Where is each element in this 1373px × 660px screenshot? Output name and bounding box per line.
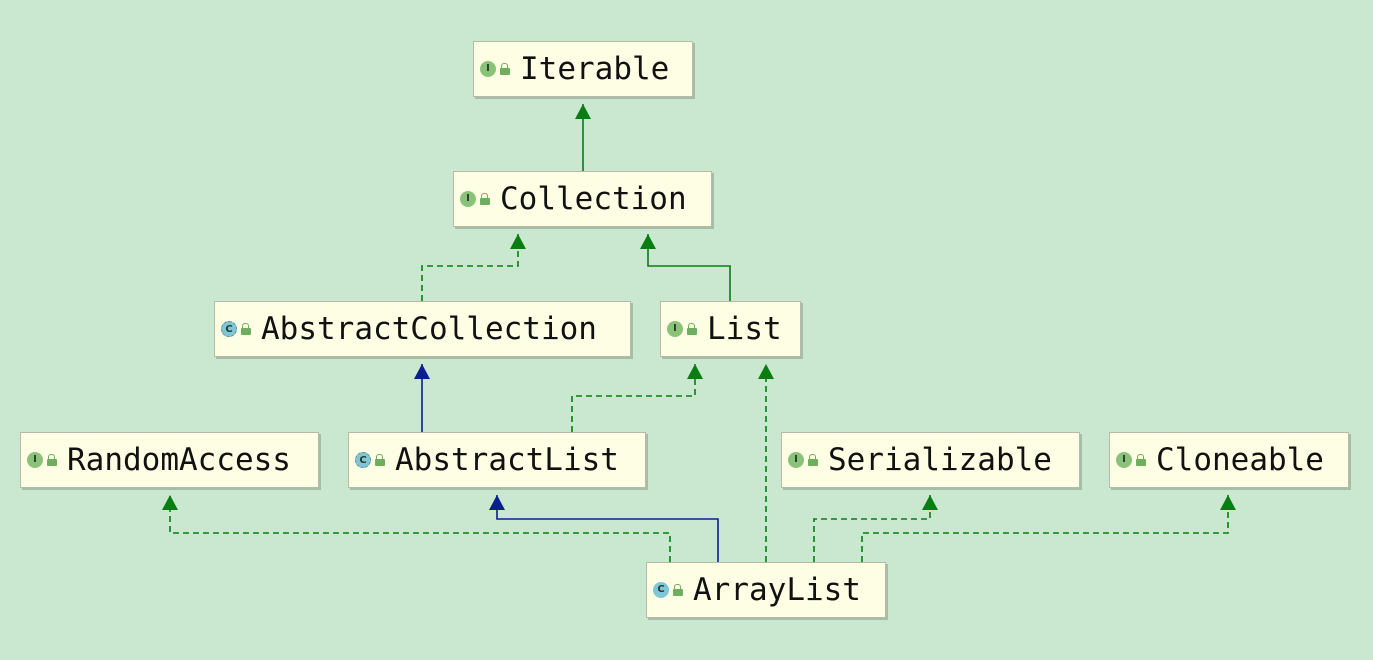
- public-lock-icon: [500, 63, 510, 75]
- arrowhead-collection: [510, 234, 526, 249]
- interface-icon: I: [460, 191, 476, 207]
- node-label: Serializable: [828, 442, 1052, 478]
- arrowhead-abstractcollection: [414, 364, 430, 379]
- public-lock-icon: [687, 323, 697, 335]
- node-serializable[interactable]: I Serializable: [781, 432, 1080, 488]
- public-lock-icon: [480, 193, 490, 205]
- edge-arraylist-to-serializable: [813, 495, 931, 562]
- node-abstractlist[interactable]: C AbstractList: [348, 432, 646, 488]
- node-label: List: [707, 311, 782, 347]
- arrowhead-collection: [640, 234, 656, 249]
- arrowhead-list: [758, 364, 774, 379]
- edge-list-to-collection: [647, 234, 731, 301]
- node-label: ArrayList: [693, 572, 861, 608]
- node-cloneable[interactable]: I Cloneable: [1109, 432, 1349, 488]
- public-lock-icon: [808, 454, 818, 466]
- arrowhead-randomaccess: [162, 495, 178, 510]
- arrowhead-serializable: [922, 495, 938, 510]
- interface-icon: I: [667, 321, 683, 337]
- public-lock-icon: [673, 584, 683, 596]
- node-label: Iterable: [520, 51, 670, 87]
- arrowhead-iterable: [575, 104, 591, 119]
- interface-icon: I: [788, 452, 804, 468]
- node-label: RandomAccess: [67, 442, 291, 478]
- arrowhead-abstractlist: [489, 495, 505, 510]
- arrowhead-cloneable: [1220, 495, 1236, 510]
- public-lock-icon: [241, 323, 251, 335]
- node-abstractcollection[interactable]: C AbstractCollection: [214, 301, 631, 357]
- abstract-class-icon: C: [355, 452, 371, 468]
- node-list[interactable]: I List: [660, 301, 801, 357]
- public-lock-icon: [1136, 454, 1146, 466]
- node-arraylist[interactable]: C ArrayList: [646, 562, 886, 618]
- node-label: Collection: [500, 181, 687, 217]
- class-icon: C: [653, 582, 669, 598]
- public-lock-icon: [375, 454, 385, 466]
- node-label: AbstractList: [395, 442, 619, 478]
- edge-arraylist-to-abstractlist: [496, 495, 719, 562]
- abstract-class-icon: C: [221, 321, 237, 337]
- interface-icon: I: [1116, 452, 1132, 468]
- interface-icon: I: [480, 61, 496, 77]
- node-iterable[interactable]: I Iterable: [473, 41, 693, 97]
- edge-arraylist-to-randomaccess: [169, 495, 671, 562]
- edge-abstractcollection-to-collection: [421, 234, 519, 301]
- node-collection[interactable]: I Collection: [453, 171, 712, 227]
- public-lock-icon: [47, 454, 57, 466]
- edge-abstractlist-to-list: [571, 364, 696, 432]
- edge-arraylist-to-cloneable: [861, 495, 1229, 562]
- node-label: Cloneable: [1156, 442, 1324, 478]
- node-label: AbstractCollection: [261, 311, 597, 347]
- node-randomaccess[interactable]: I RandomAccess: [20, 432, 319, 488]
- arrowhead-list: [687, 364, 703, 379]
- interface-icon: I: [27, 452, 43, 468]
